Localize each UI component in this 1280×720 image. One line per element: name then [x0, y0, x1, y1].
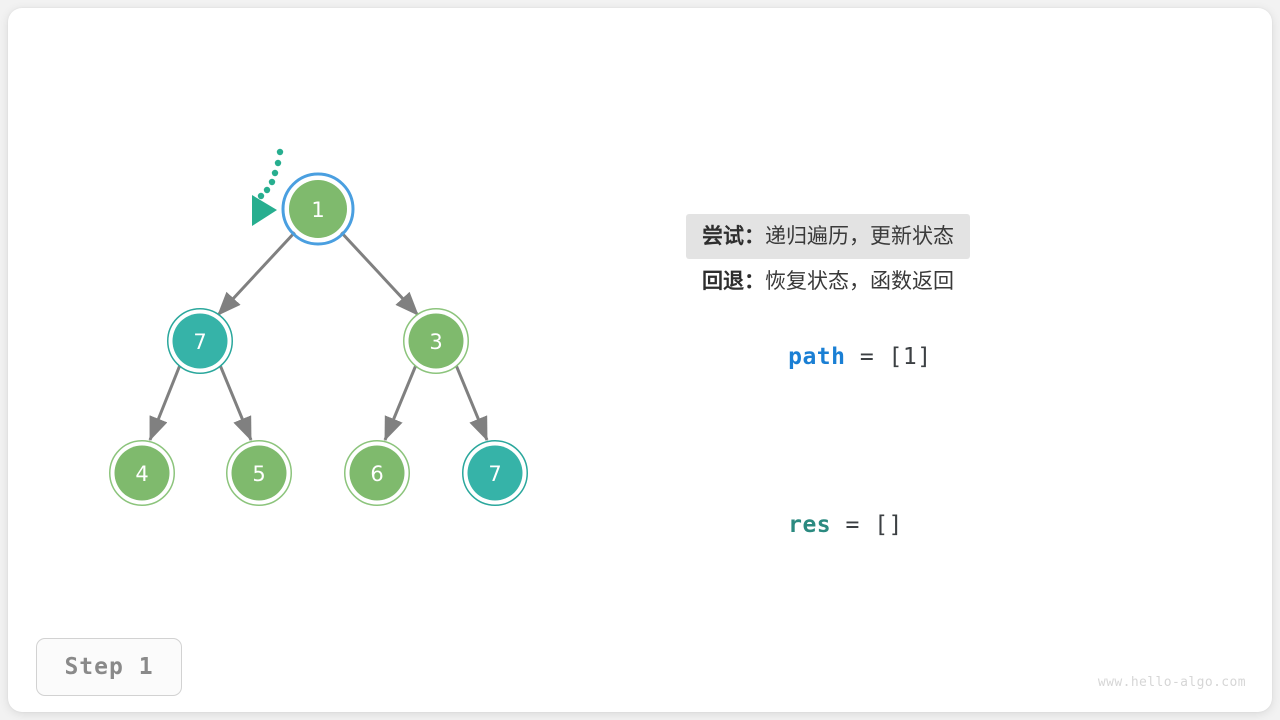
pointer-trail-dot — [271, 169, 279, 177]
edge-7left-to-5 — [218, 364, 253, 442]
node-inner-white-ring — [285, 176, 351, 242]
node-outer-ring — [462, 440, 528, 506]
node-value-label: 6 — [370, 462, 383, 486]
site-watermark: www.hello-algo.com — [1097, 675, 1246, 690]
tree-nodes: 1 7 3 4 — [109, 172, 528, 506]
pointer-trail-dot — [263, 186, 271, 194]
tree-node-5[interactable]: 5 — [226, 440, 292, 506]
tree-node-7-left[interactable]: 7 — [167, 308, 233, 374]
pointer-trail-dot — [274, 159, 282, 167]
path-variable-value: [1] — [888, 344, 932, 370]
node-body — [467, 445, 523, 501]
pointer-trail-dot — [257, 192, 265, 200]
try-phase-line: 尝试：递归遍历，更新状态 — [686, 214, 970, 259]
edge-3-to-7right — [454, 364, 489, 442]
node-inner-white-ring — [345, 441, 409, 505]
res-assign-operator: = — [831, 512, 875, 538]
node-inner-white-ring — [227, 441, 291, 505]
node-inner-white-ring — [404, 309, 468, 373]
path-variable-name: path — [788, 344, 846, 370]
tree-node-3[interactable]: 3 — [403, 308, 469, 374]
tree-node-4[interactable]: 4 — [109, 440, 175, 506]
node-outer-ring — [109, 440, 175, 506]
tree-node-6[interactable]: 6 — [344, 440, 410, 506]
tree-node-1[interactable]: 1 — [281, 172, 355, 246]
node-inner-white-ring — [168, 309, 232, 373]
res-variable-value: [] — [874, 512, 903, 538]
node-value-label: 7 — [488, 462, 501, 486]
step-badge-label: Step 1 — [64, 654, 154, 680]
node-body — [114, 445, 170, 501]
res-variable-line: res = [] — [686, 472, 1206, 578]
node-highlight-ring — [281, 172, 355, 246]
backtrack-phase-description: 恢复状态，函数返回 — [765, 269, 954, 293]
pointer-triangle-icon — [252, 195, 277, 226]
node-value-label: 1 — [311, 198, 324, 222]
node-value-label: 4 — [135, 462, 148, 486]
recursion-entry-pointer — [252, 148, 284, 226]
node-body — [289, 180, 347, 238]
edge-3-to-6 — [383, 364, 418, 442]
pointer-trail-dot — [276, 148, 284, 156]
try-phase-label: 尝试： — [702, 224, 765, 248]
node-body — [408, 313, 464, 369]
step-badge: Step 1 — [36, 638, 182, 696]
backtrack-phase-label: 回退： — [702, 269, 765, 293]
node-body — [172, 313, 228, 369]
node-outer-ring — [167, 308, 233, 374]
node-body — [231, 445, 287, 501]
pointer-trail-dot — [268, 178, 276, 186]
edge-1-to-3 — [338, 229, 420, 317]
node-body — [349, 445, 405, 501]
node-value-label: 5 — [252, 462, 265, 486]
node-outer-ring — [403, 308, 469, 374]
node-outer-ring — [344, 440, 410, 506]
state-info-panel: 尝试：递归遍历，更新状态 回退：恢复状态，函数返回 path = [1] res… — [686, 214, 1206, 578]
path-assign-operator: = — [845, 344, 889, 370]
res-variable-name: res — [788, 512, 832, 538]
edge-7left-to-4 — [148, 364, 182, 442]
edge-1-to-7left — [216, 229, 298, 317]
node-value-label: 3 — [429, 330, 442, 354]
try-phase-description: 递归遍历，更新状态 — [765, 224, 954, 248]
backtrack-phase-line: 回退：恢复状态，函数返回 — [686, 259, 970, 304]
tree-node-7-right[interactable]: 7 — [462, 440, 528, 506]
path-variable-line: path = [1] — [686, 304, 1206, 410]
node-inner-white-ring — [463, 441, 527, 505]
node-value-label: 7 — [193, 330, 206, 354]
node-outer-ring — [226, 440, 292, 506]
node-inner-white-ring — [110, 441, 174, 505]
tree-edges — [148, 229, 489, 442]
